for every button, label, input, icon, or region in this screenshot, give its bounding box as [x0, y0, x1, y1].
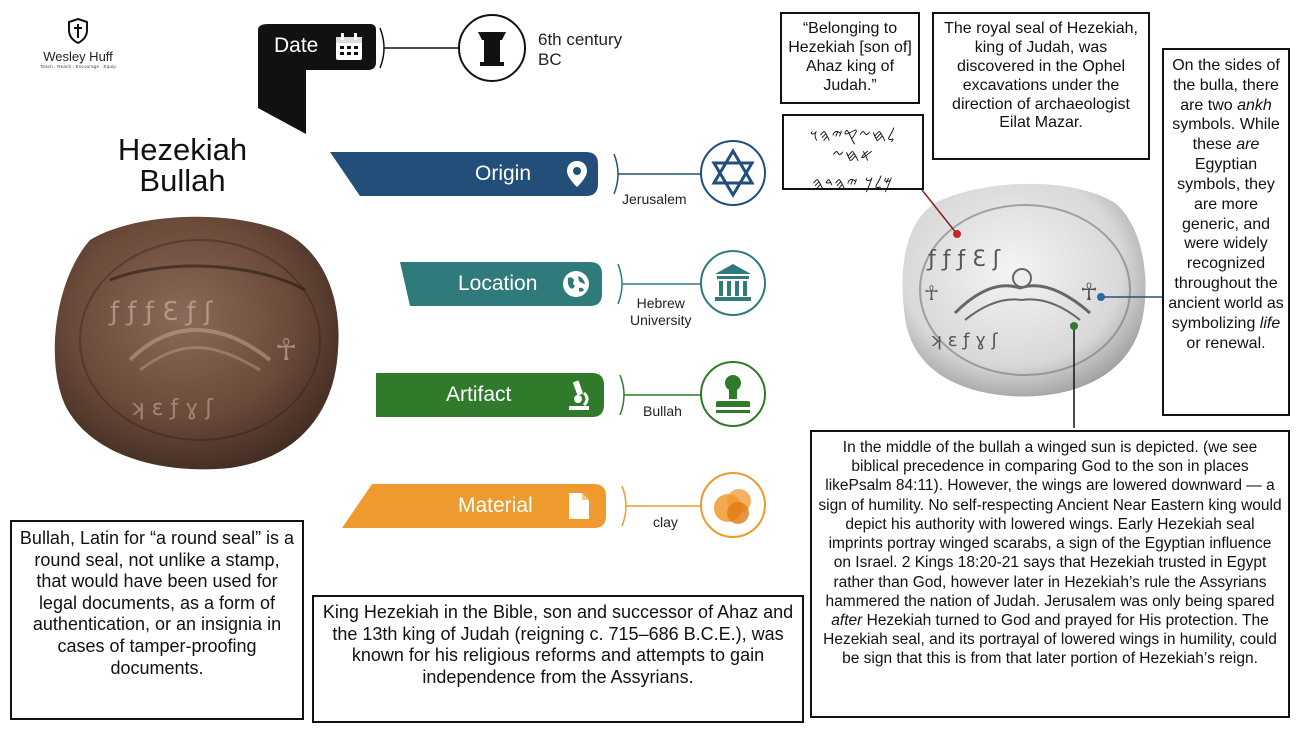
- column-capital-icon: [478, 32, 506, 66]
- material-label: Material: [458, 494, 533, 517]
- quote-box: “Belonging to Hezekiah [son of] Ahaz kin…: [780, 12, 920, 104]
- logo-tagline: Teach . Reach . Encourage . Equip: [39, 64, 117, 69]
- star-of-david-icon: [711, 148, 755, 198]
- material-banner: Material: [342, 484, 606, 528]
- logo: Wesley Huff Teach . Reach . Encourage . …: [28, 17, 128, 69]
- royal-seal-text: The royal seal of Hezekiah, king of Juda…: [944, 20, 1138, 132]
- origin-banner: Origin: [330, 152, 598, 196]
- origin-connector: [613, 153, 704, 195]
- shield-cross-icon: [68, 17, 88, 45]
- map-pin-icon: [567, 161, 587, 187]
- svg-text:☥: ☥: [275, 333, 297, 368]
- artifact-value: Bullah: [643, 403, 682, 419]
- material-connector: [621, 485, 702, 527]
- origin-value: Jerusalem: [622, 191, 687, 207]
- stamp-icon: [716, 375, 750, 413]
- location-symbol-circle: [700, 250, 766, 316]
- globe-icon: [563, 271, 589, 297]
- svg-text:ʞ ɛ ƒ ɣ ʃ: ʞ ɛ ƒ ɣ ʃ: [930, 330, 999, 351]
- origin-label: Origin: [475, 162, 532, 185]
- location-connector: [617, 263, 702, 305]
- bullah-definition-text: Bullah, Latin for “a round seal” is a ro…: [19, 528, 295, 678]
- bulla-photo: ƒ ƒ ƒ Ɛ ƒ ʃ ʞ ɛ ƒ ɣ ʃ ☥: [54, 216, 339, 470]
- location-label: Location: [458, 272, 538, 295]
- logo-name: Wesley Huff: [43, 49, 113, 64]
- svg-text:ƒ ƒ ƒ Ɛ ʃ: ƒ ƒ ƒ Ɛ ʃ: [926, 247, 1001, 272]
- museum-building-icon: [715, 264, 751, 301]
- artifact-label: Artifact: [446, 383, 512, 406]
- artifact-banner: Artifact: [376, 373, 604, 417]
- ankh-box: On the sides of the bulla, there are two…: [1162, 48, 1290, 416]
- paleo-hebrew-box: 𐤋𐤇𐤆𐤒𐤉𐤄𐤅 𐤀𐤇𐤆 𐤌𐤋𐤊 𐤉𐤄𐤃𐤄: [782, 114, 924, 194]
- svg-text:☥: ☥: [924, 281, 939, 305]
- page-title: Hezekiah Bullah: [100, 134, 265, 196]
- calendar-icon: [336, 33, 362, 60]
- date-symbol-circle: [458, 14, 526, 82]
- material-value: clay: [653, 514, 678, 530]
- microscope-icon: [569, 380, 589, 410]
- title-line1: Hezekiah: [117, 132, 248, 167]
- paleo-line2: 𐤌𐤋𐤊 𐤉𐤄𐤃𐤄: [812, 174, 894, 195]
- svg-text:☥: ☥: [1080, 278, 1098, 306]
- royal-seal-box: The royal seal of Hezekiah, king of Juda…: [932, 12, 1150, 160]
- title-line2: Bullah: [139, 163, 226, 198]
- date-tag: Date: [258, 24, 376, 134]
- clay-blobs-icon: [714, 489, 751, 524]
- bullah-definition-box: Bullah, Latin for “a round seal” is a ro…: [10, 520, 304, 720]
- king-hezekiah-box: King Hezekiah in the Bible, son and succ…: [312, 595, 804, 723]
- location-banner: Location: [400, 262, 602, 306]
- date-label: Date: [274, 34, 319, 57]
- artifact-connector: [619, 374, 702, 416]
- document-icon: [569, 493, 589, 519]
- material-symbol-circle: [700, 472, 766, 538]
- winged-sun-box: In the middle of the bullah a winged sun…: [810, 430, 1290, 718]
- origin-symbol-circle: [700, 140, 766, 206]
- king-hezekiah-text: King Hezekiah in the Bible, son and succ…: [322, 602, 794, 687]
- svg-text:ƒ ƒ ƒ Ɛ ƒ ʃ: ƒ ƒ ƒ Ɛ ƒ ʃ: [108, 297, 214, 327]
- date-connector: [379, 27, 466, 69]
- paleo-line1: 𐤋𐤇𐤆𐤒𐤉𐤄𐤅 𐤀𐤇𐤆: [809, 126, 897, 167]
- svg-text:ʞ ɛ ƒ ɣ ʃ: ʞ ɛ ƒ ɣ ʃ: [130, 396, 213, 421]
- bulla-drawing: ƒ ƒ ƒ Ɛ ʃ ☥ ☥ ʞ ɛ ƒ ɣ ʃ: [902, 183, 1146, 397]
- artifact-symbol-circle: [700, 361, 766, 427]
- quote-text: “Belonging to Hezekiah [son of] Ahaz kin…: [788, 20, 912, 94]
